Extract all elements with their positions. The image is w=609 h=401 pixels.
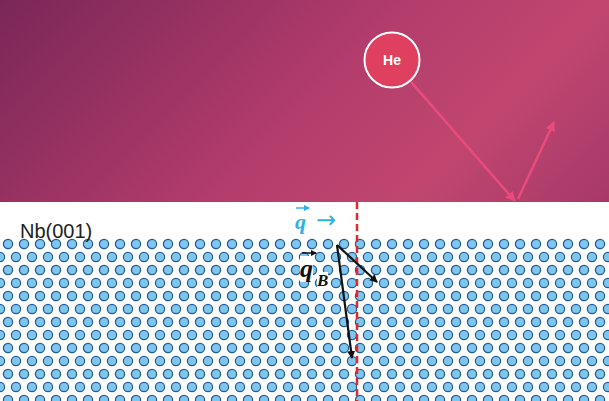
wavevector-arrow — [337, 245, 352, 358]
atom-circle: He — [363, 31, 421, 89]
wavevector-symbol: q — [295, 211, 306, 233]
node-text: Nb(001) — [20, 220, 92, 243]
wavevector-symbol: q — [300, 256, 313, 282]
reflected-beam — [518, 122, 554, 199]
vector-accent — [302, 252, 316, 254]
surface-ground — [0, 202, 609, 401]
circle-shape — [365, 33, 420, 88]
direction-arrow: → — [316, 208, 336, 232]
subscript-label: B — [317, 272, 328, 289]
vector-accent — [296, 207, 309, 209]
node-text: He — [383, 52, 401, 68]
atom-lattice — [0, 238, 609, 401]
dashed-boundary — [356, 202, 359, 401]
incident-beam — [411, 82, 515, 201]
wavevector-arrow — [337, 245, 377, 282]
